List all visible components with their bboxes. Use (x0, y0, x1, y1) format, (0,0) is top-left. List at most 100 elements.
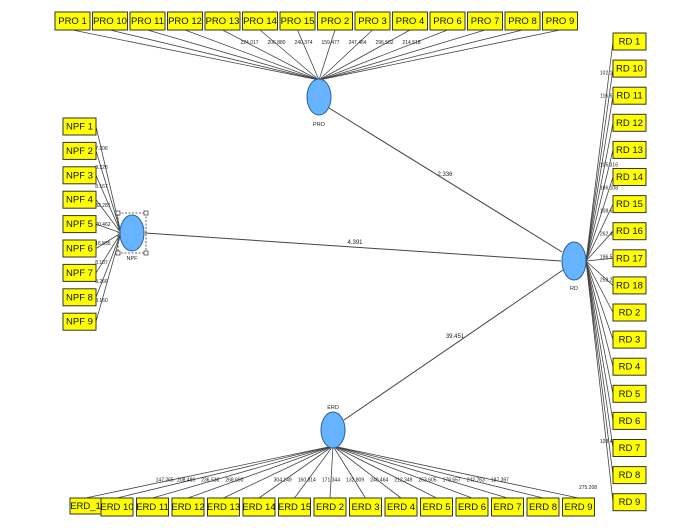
npf-indicator[interactable]: NPF 6 (62, 239, 97, 258)
construct-npf-circle[interactable] (119, 214, 145, 252)
rd-indicator-box[interactable] (612, 222, 647, 241)
erd-indicator-box[interactable] (171, 497, 205, 517)
rd-indicator[interactable]: RD 9 (612, 493, 647, 512)
erd-indicator[interactable]: ERD 9 (562, 497, 595, 517)
erd-indicator-box[interactable] (100, 497, 134, 517)
construct-erd[interactable]: ERD (320, 405, 346, 449)
construct-npf[interactable]: NPF (115, 210, 149, 262)
npf-indicator-box[interactable] (62, 190, 97, 209)
erd-indicator-box[interactable] (491, 497, 524, 517)
rd-indicator[interactable]: RD 5 (612, 384, 647, 403)
rd-indicator-box[interactable] (612, 384, 647, 403)
erd-indicator-box[interactable] (242, 497, 276, 517)
npf-indicator-box[interactable] (62, 263, 97, 282)
rd-indicator[interactable]: RD 8 (612, 466, 647, 485)
pro-indicator-box[interactable] (204, 11, 241, 31)
rd-indicator[interactable]: RD 16 (612, 222, 647, 241)
pro-indicator-box[interactable] (129, 11, 166, 31)
erd-indicator[interactable]: ERD 15 (278, 497, 311, 517)
npf-indicator[interactable]: NPF 5 (62, 215, 97, 234)
erd-indicator[interactable]: ERD 14 (242, 497, 276, 517)
npf-indicator[interactable]: NPF 3 (62, 166, 97, 185)
erd-indicator[interactable]: ERD 2 (313, 497, 347, 517)
npf-indicator[interactable]: NPF 1 (62, 117, 97, 136)
pro-indicator[interactable]: PRO 13 (204, 11, 241, 31)
rd-indicator[interactable]: RD 13 (612, 140, 647, 159)
pro-indicator[interactable]: PRO 6 (429, 11, 466, 31)
erd-indicator-box[interactable] (562, 497, 595, 517)
rd-indicator[interactable]: RD 17 (612, 249, 647, 268)
erd-indicator[interactable]: ERD 10 (100, 497, 134, 517)
rd-indicator-box[interactable] (612, 439, 647, 457)
pro-indicator-box[interactable] (317, 11, 353, 31)
pro-indicator-box[interactable] (279, 11, 316, 31)
construct-pro[interactable]: PRO (306, 78, 332, 128)
rd-indicator[interactable]: RD 11 (612, 86, 647, 105)
pro-indicator[interactable]: PRO 4 (392, 11, 428, 31)
pro-indicator[interactable]: PRO 14 (242, 11, 278, 31)
pro-indicator[interactable]: PRO 3 (354, 11, 391, 31)
erd-indicator-box[interactable] (313, 497, 347, 517)
rd-indicator-box[interactable] (612, 168, 647, 186)
pro-indicator[interactable]: PRO 12 (167, 11, 203, 31)
rd-indicator-box[interactable] (612, 466, 647, 485)
pro-indicator[interactable]: PRO 1 (54, 11, 91, 31)
rd-indicator-box[interactable] (612, 140, 647, 159)
erd-indicator-box[interactable] (136, 497, 169, 517)
rd-indicator-box[interactable] (612, 249, 647, 268)
pro-indicator-box[interactable] (504, 11, 541, 31)
npf-indicator-box[interactable] (62, 141, 97, 160)
path-pro-rd[interactable] (328, 107, 563, 253)
erd-indicator[interactable]: ERD 13 (207, 497, 240, 517)
erd-indicator[interactable]: ERD 3 (349, 497, 382, 517)
erd-indicator-box[interactable] (420, 497, 453, 517)
npf-indicator-box[interactable] (62, 166, 97, 185)
npf-indicator-box[interactable] (62, 215, 97, 234)
pro-indicator[interactable]: PRO 7 (467, 11, 503, 31)
npf-indicator-box[interactable] (62, 117, 97, 136)
rd-indicator[interactable]: RD 18 (612, 276, 647, 295)
erd-indicator-box[interactable] (384, 497, 418, 517)
erd-indicator[interactable]: ERD 4 (384, 497, 418, 517)
npf-indicator-box[interactable] (62, 312, 97, 331)
erd-indicator-box[interactable] (455, 497, 489, 517)
pro-indicator-box[interactable] (429, 11, 466, 31)
path-npf-rd[interactable] (144, 232, 562, 262)
rd-indicator-box[interactable] (612, 86, 647, 105)
npf-indicator[interactable]: NPF 2 (62, 141, 97, 160)
pro-indicator[interactable]: PRO 11 (129, 11, 166, 31)
erd-indicator-box[interactable] (526, 497, 560, 517)
path-erd-rd[interactable] (343, 269, 564, 421)
npf-indicator[interactable]: NPF 4 (62, 190, 97, 209)
erd-indicator[interactable]: ERD 7 (491, 497, 524, 517)
selection-handle[interactable] (143, 210, 149, 216)
erd-indicator[interactable]: ERD 11 (136, 497, 169, 517)
rd-indicator-box[interactable] (612, 59, 647, 78)
rd-indicator[interactable]: RD 4 (612, 357, 647, 376)
rd-indicator-box[interactable] (612, 411, 647, 430)
rd-indicator[interactable]: RD 6 (612, 411, 647, 430)
pro-indicator-box[interactable] (354, 11, 391, 31)
npf-indicator-box[interactable] (62, 288, 97, 307)
rd-indicator[interactable]: RD 14 (612, 168, 647, 186)
pro-indicator[interactable]: PRO 15 (279, 11, 316, 31)
npf-indicator-box[interactable] (62, 239, 97, 258)
rd-indicator[interactable]: RD 7 (612, 439, 647, 457)
pro-indicator[interactable]: PRO 2 (317, 11, 353, 31)
construct-rd[interactable]: RD (561, 241, 587, 292)
pro-indicator[interactable]: PRO 8 (504, 11, 541, 31)
pro-indicator-box[interactable] (242, 11, 278, 31)
pro-indicator-box[interactable] (542, 11, 578, 31)
erd-indicator[interactable]: ERD 8 (526, 497, 560, 517)
erd-indicator-box[interactable] (207, 497, 240, 517)
pro-indicator-box[interactable] (467, 11, 503, 31)
pro-indicator-box[interactable] (92, 11, 128, 31)
rd-indicator-box[interactable] (612, 276, 647, 295)
rd-indicator-box[interactable] (612, 303, 647, 322)
rd-indicator[interactable]: RD 2 (612, 303, 647, 322)
npf-indicator[interactable]: NPF 7 (62, 263, 97, 282)
erd-indicator[interactable]: ERD 12 (171, 497, 205, 517)
rd-indicator-box[interactable] (612, 330, 647, 349)
selection-handle[interactable] (115, 210, 121, 216)
rd-indicator-box[interactable] (612, 357, 647, 376)
